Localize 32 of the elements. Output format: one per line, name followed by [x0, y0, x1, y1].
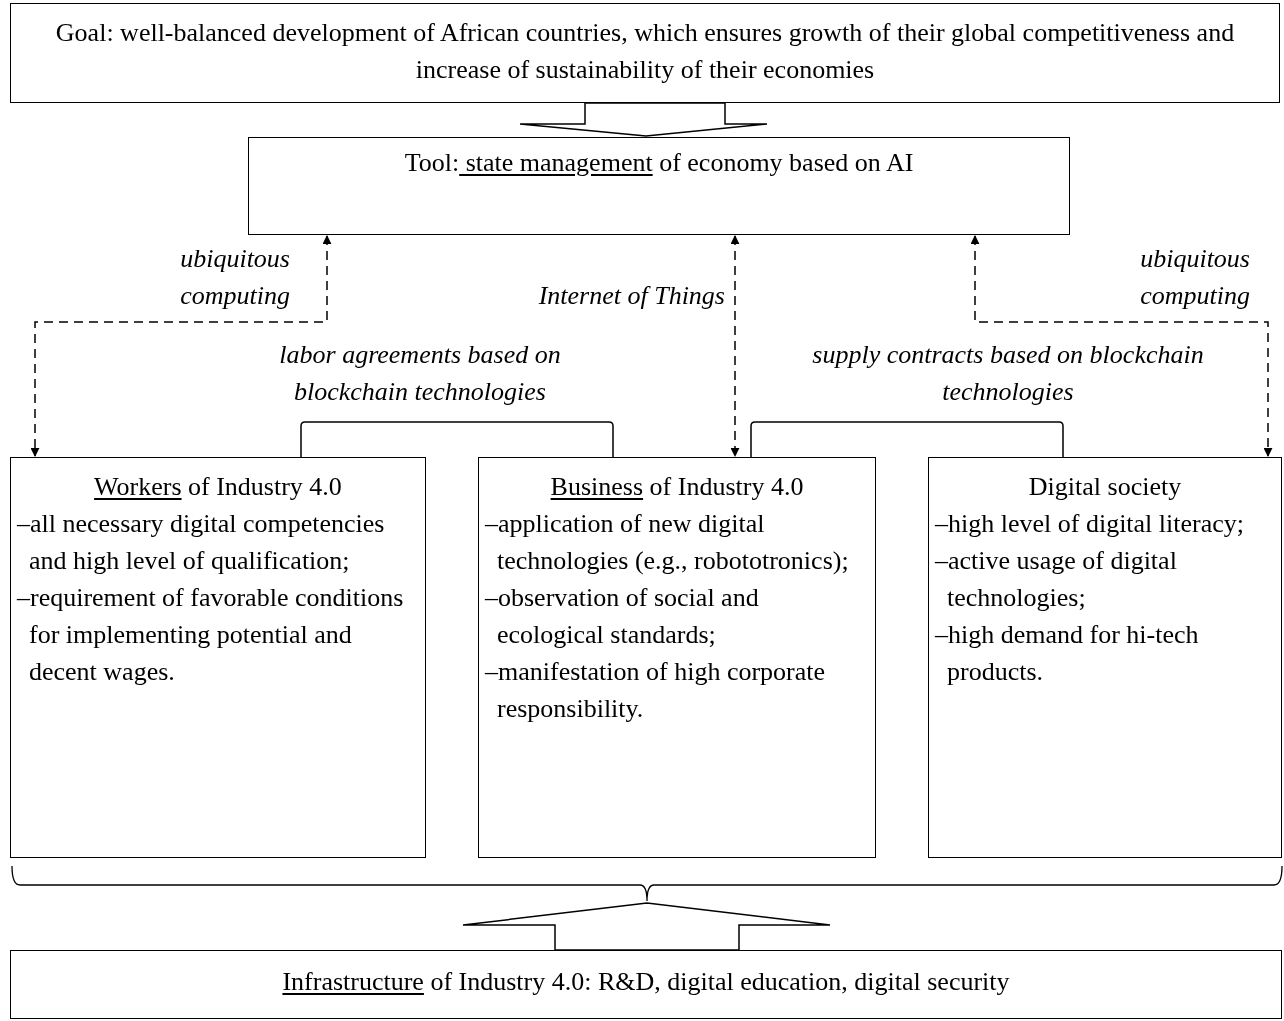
text-box	[10, 3, 1280, 103]
bullet-text: –manifestation of high corporate responsibility.	[485, 656, 827, 725]
text-box	[928, 457, 1282, 858]
edge-label: Internet of Things	[537, 280, 725, 312]
dashed-arrow	[30, 235, 332, 457]
block-arrow	[462, 902, 831, 951]
edge-label: ubiquitous computing	[179, 243, 290, 312]
box-heading: Goal: well-balanced development of African countries, which ensures growth of their global competitiveness and increase of sustainability of their economies	[54, 17, 1236, 86]
text-box	[248, 137, 1070, 235]
box-heading: Digital society	[1027, 471, 1183, 503]
bracket-connector	[750, 421, 1064, 458]
block-arrow	[519, 102, 768, 137]
dashed-arrow	[730, 235, 740, 457]
edge-label: ubiquitous computing	[1139, 243, 1250, 312]
bullet-text: –observation of social and ecological standards;	[485, 582, 760, 651]
box-heading: Workers of Industry 4.0	[93, 471, 343, 503]
text-box	[10, 457, 426, 858]
box-heading: Infrastructure of Industry 4.0: R&D, digital education, digital security	[282, 966, 1010, 998]
bullet-text: –all necessary digital competencies and high level of qualification;	[17, 508, 386, 577]
text-box	[478, 457, 876, 858]
bullet-text: –application of new digital technologies (e.g., robototronics);	[485, 508, 850, 577]
edge-label: labor agreements based on blockchain technologies	[278, 339, 562, 408]
bracket-connector	[300, 421, 614, 458]
bullet-text: –requirement of favorable conditions for implementing potential and decent wages.	[17, 582, 405, 688]
dashed-arrow	[970, 235, 1273, 457]
bullet-text: –high demand for hi-tech products.	[935, 619, 1200, 688]
box-heading: Tool: state management of economy based on AI	[404, 147, 914, 179]
box-heading: Business of Industry 4.0	[549, 471, 805, 503]
bullet-text: –high level of digital literacy;	[935, 508, 1246, 540]
bullet-text: –active usage of digital technologies;	[935, 545, 1178, 614]
edge-label: supply contracts based on blockchain technologies	[811, 339, 1205, 408]
text-box	[10, 950, 1282, 1019]
